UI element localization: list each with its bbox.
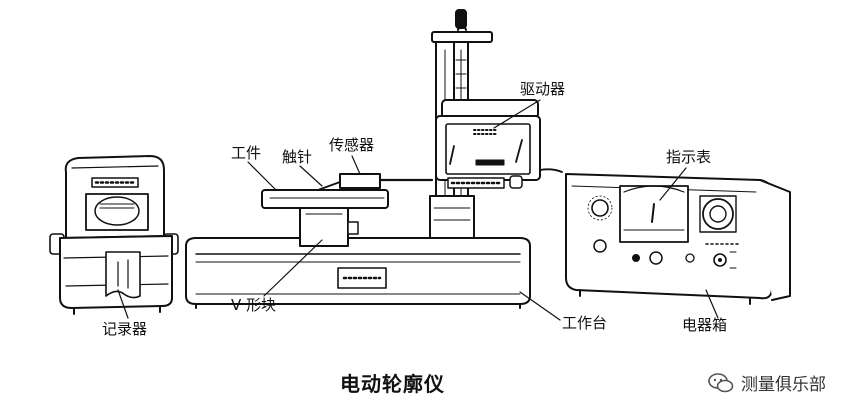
label-sensor: 传感器 — [329, 136, 375, 154]
label-indicator: 指示表 — [666, 148, 712, 166]
label-v-block: V 形块 — [231, 296, 277, 314]
recorder-device — [49, 155, 179, 315]
label-driver: 驱动器 — [520, 80, 566, 98]
stylus-leader — [299, 165, 323, 187]
recorder-leader — [117, 289, 129, 319]
watermark-text: 测量俱乐部 — [741, 375, 826, 395]
electric-box-leader — [705, 289, 719, 319]
electric-box — [565, 173, 791, 305]
v-block-leader — [263, 239, 323, 297]
driver-leader — [493, 99, 541, 129]
diagram-title: 电动轮廓仪 — [340, 372, 445, 396]
drive-unit — [435, 99, 563, 189]
watermark: 测量俱乐部 — [707, 370, 826, 395]
sensor-leader — [351, 155, 361, 175]
label-recorder: 记录器 — [102, 320, 148, 338]
indicator-leader — [659, 167, 687, 201]
workpiece — [261, 189, 389, 209]
label-worktable: 工作台 — [562, 314, 608, 332]
workpiece-leader — [247, 161, 277, 191]
wechat-icon — [708, 372, 734, 392]
leader-lines — [117, 99, 719, 321]
sensor-assembly — [317, 173, 434, 191]
label-stylus: 触针 — [282, 148, 313, 166]
worktable-leader — [519, 291, 561, 321]
label-electric-box: 电器箱 — [682, 316, 728, 334]
label-workpiece: 工件 — [231, 144, 262, 162]
